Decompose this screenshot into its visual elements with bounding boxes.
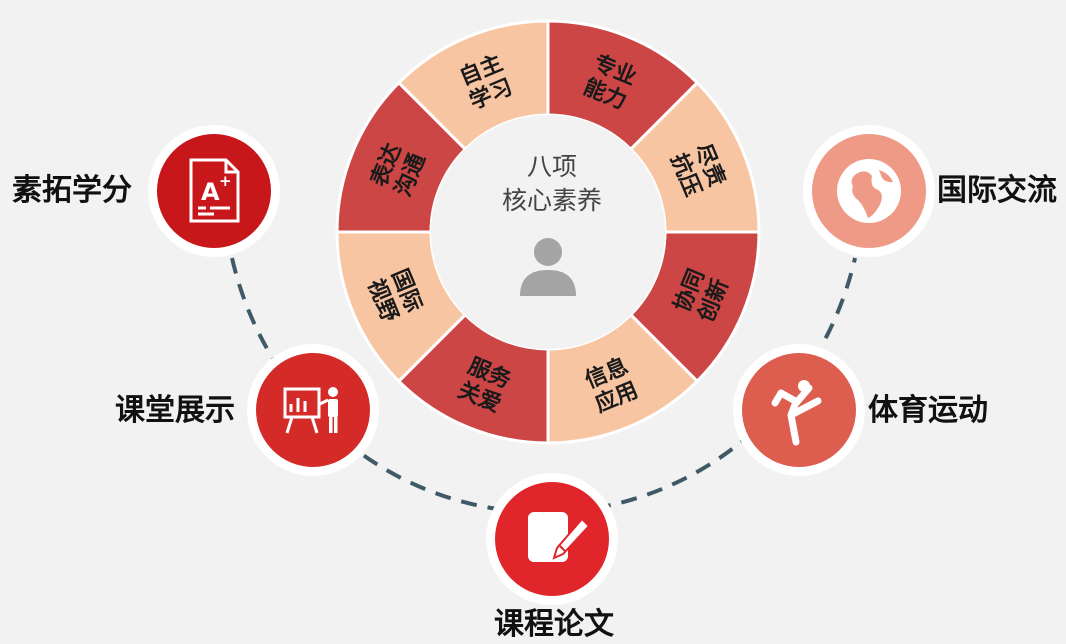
node-international[interactable] <box>803 125 935 257</box>
node-label-classroom: 课堂展示 <box>115 393 235 428</box>
pen-paper-icon <box>528 512 591 562</box>
center-title: 八项 核心素养 <box>452 150 652 218</box>
node-su-tuo[interactable]: A + <box>148 125 280 257</box>
center-title-line1: 八项 <box>526 152 577 181</box>
node-label-thesis: 课程论文 <box>494 607 614 642</box>
presentation-icon <box>283 387 329 434</box>
center-title-line2: 核心素养 <box>501 185 602 215</box>
node-classroom[interactable] <box>247 344 379 476</box>
node-label-su-tuo: 素拓学分 <box>12 173 132 208</box>
node-label-sports: 体育运动 <box>868 393 988 428</box>
svg-text:+: + <box>219 172 232 190</box>
node-thesis[interactable] <box>486 473 618 605</box>
svg-text:A: A <box>201 178 220 206</box>
node-sports[interactable] <box>733 344 865 476</box>
person-icon <box>520 238 576 296</box>
globe-icon <box>837 159 901 223</box>
node-label-international: 国际交流 <box>937 173 1057 208</box>
ring-center <box>431 115 665 349</box>
grade-document-icon <box>189 158 240 223</box>
